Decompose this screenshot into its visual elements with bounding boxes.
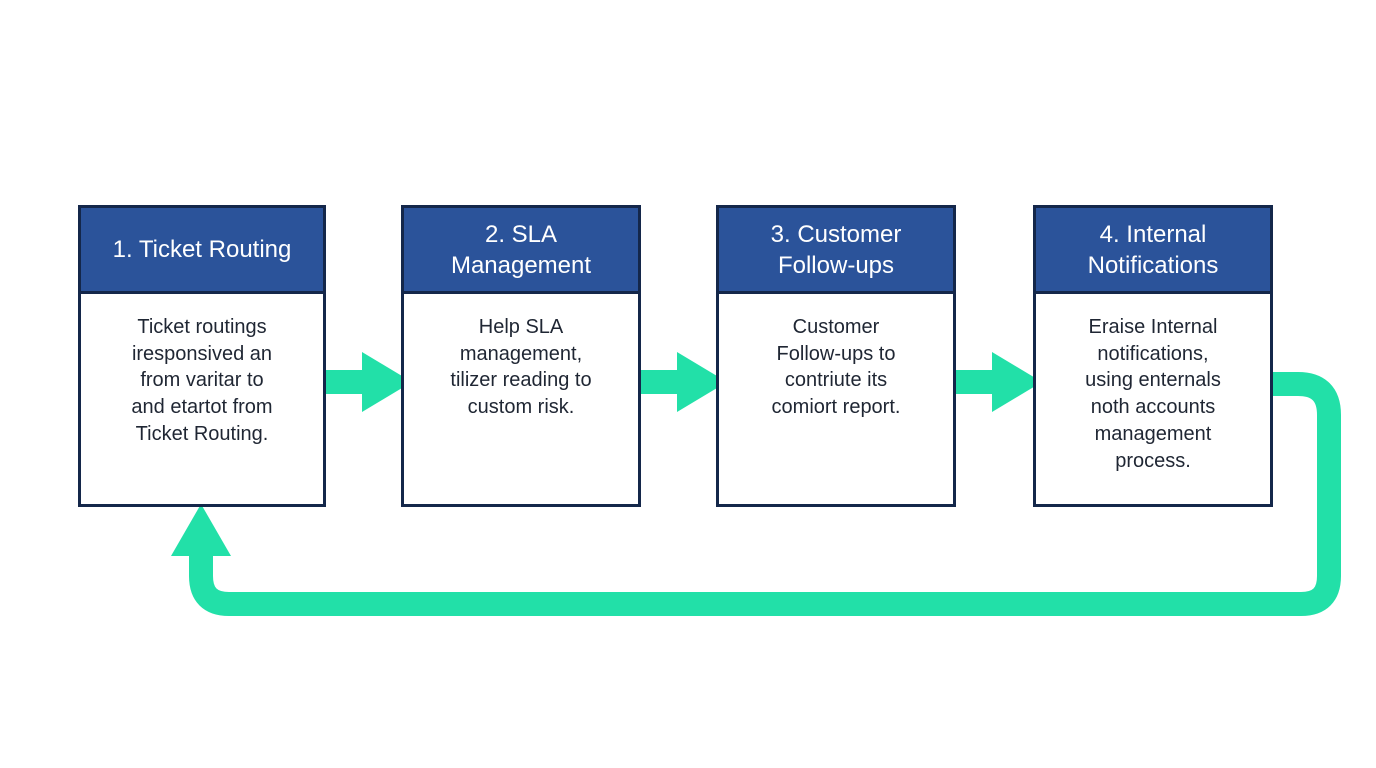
step-title: 3. Customer Follow-ups [770, 220, 902, 279]
step-card-ticket-routing: 1. Ticket Routing Ticket routings irespo… [78, 205, 326, 507]
step-card-internal-notifications: 4. Internal Notifications Eraise Interna… [1033, 205, 1273, 507]
step-header: 1. Ticket Routing [81, 208, 323, 294]
arrow-step1-to-step2 [323, 352, 412, 412]
step-title: 2. SLA Management [450, 220, 592, 279]
step-header: 3. Customer Follow-ups [719, 208, 953, 294]
step-description: Eraise Internal notifications, using ent… [1085, 316, 1221, 472]
step-title: 4. Internal Notifications [1087, 220, 1219, 279]
step-description: Help SLA management, tilizer reading to … [450, 316, 592, 419]
step-header: 4. Internal Notifications [1036, 208, 1270, 294]
step-body: Customer Follow-ups to contriute its com… [719, 294, 953, 504]
step-card-sla-management: 2. SLA Management Help SLA management, t… [401, 205, 641, 507]
step-body: Eraise Internal notifications, using ent… [1036, 294, 1270, 504]
step-header: 2. SLA Management [404, 208, 638, 294]
loop-back-arrow [171, 372, 1341, 616]
arrow-step2-to-step3 [638, 352, 727, 412]
step-body: Help SLA management, tilizer reading to … [404, 294, 638, 504]
arrow-step3-to-step4 [953, 352, 1042, 412]
step-body: Ticket routings iresponsived an from var… [81, 294, 323, 504]
step-description: Customer Follow-ups to contriute its com… [771, 316, 901, 419]
step-title: 1. Ticket Routing [112, 236, 292, 263]
step-card-customer-follow-ups: 3. Customer Follow-ups Customer Follow-u… [716, 205, 956, 507]
step-description: Ticket routings iresponsived an from var… [131, 316, 273, 445]
